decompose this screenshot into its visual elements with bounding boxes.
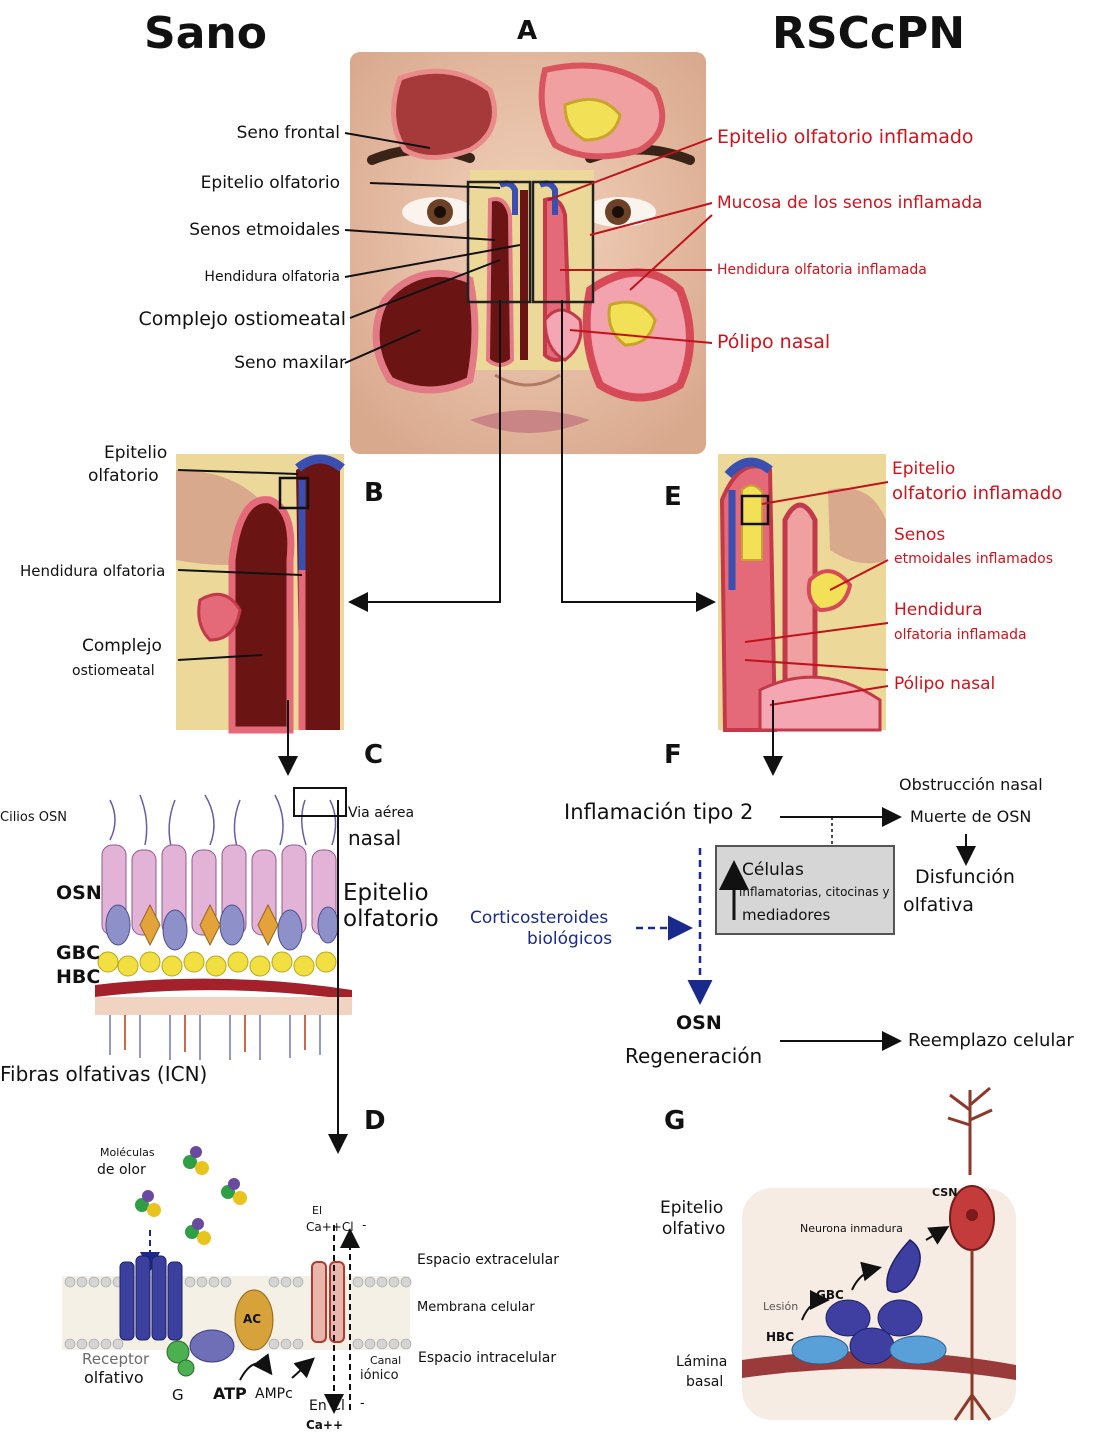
label-g-olfativo: olfativo — [662, 1219, 726, 1239]
label-b-hendidura: Hendidura olfatoria — [20, 562, 166, 580]
label-espacio-extracelular: Espacio extracelular — [417, 1252, 559, 1268]
label-b-epitelio: Epitelio — [104, 443, 168, 463]
label-epitelio-inflamado: Epitelio olfatorio inflamado — [717, 126, 974, 148]
label-box-inflamatorias: inflamatorias, citocinas y — [739, 885, 890, 899]
label-minus-top: - — [362, 1218, 367, 1232]
label-olfativo: olfativo — [84, 1368, 144, 1387]
label-e-etmoidales-inflamados: etmoidales inflamados — [894, 551, 1054, 567]
label-c-olfatorio: olfatorio — [343, 906, 439, 932]
label-basal: basal — [686, 1374, 724, 1390]
label-f-osn: OSN — [676, 1012, 722, 1034]
label-canal: Canal — [370, 1354, 402, 1367]
label-g: G — [172, 1386, 184, 1404]
panel-letter-g: G — [664, 1106, 686, 1136]
label-epitelio-olfatorio: Epitelio olfatorio — [200, 173, 340, 193]
panel-letter-b: B — [364, 478, 384, 508]
label-corticosteroides: Corticosteroides — [470, 908, 609, 928]
label-lesion: Lesión — [763, 1300, 799, 1313]
label-seno-frontal: Seno frontal — [236, 123, 340, 143]
label-osn: OSN — [56, 882, 102, 904]
label-minus-bottom: - — [360, 1396, 365, 1411]
label-receptor: Receptor — [82, 1350, 150, 1368]
label-muerte-osn: Muerte de OSN — [910, 807, 1032, 826]
label-box-mediadores: mediadores — [742, 906, 831, 924]
panel-a-connectors — [348, 300, 716, 612]
label-disfuncion: Disfunción — [915, 866, 1015, 888]
label-b-complejo: Complejo — [82, 636, 162, 656]
panel-g-illustration — [742, 1086, 1016, 1421]
panel-letter-d: D — [364, 1106, 386, 1136]
odor-molecules — [135, 1146, 247, 1245]
label-seno-maxilar: Seno maxilar — [234, 353, 346, 373]
label-complejo-ostiomeatal: Complejo ostiomeatal — [138, 308, 346, 330]
label-csn: CSN — [932, 1186, 958, 1199]
label-regeneracion: Regeneración — [625, 1044, 763, 1068]
label-g-gbc: GBC — [816, 1288, 844, 1302]
label-membrana-celular: Membrana celular — [417, 1300, 535, 1315]
label-e-olfatorio-inflamado: olfatorio inflamado — [892, 483, 1063, 504]
label-fibras-olfativas: Fibras olfativas (ICN) — [0, 1062, 208, 1086]
label-senos-etmoidales: Senos etmoidales — [189, 220, 340, 240]
label-olfativa: olfativa — [903, 894, 974, 916]
label-ca-cl-top: Ca++Cl — [306, 1220, 354, 1234]
label-neurona-inmadura: Neurona inmadura — [800, 1222, 903, 1235]
label-ca-bottom: Ca++ — [306, 1418, 344, 1432]
panel-letter-a: A — [517, 16, 538, 46]
label-b-olfatorio: olfatorio — [88, 466, 159, 486]
panel-c-illustration — [95, 787, 352, 1154]
label-hbc: HBC — [56, 966, 101, 988]
label-en-cl: En Cl — [309, 1398, 345, 1414]
label-box-celulas: Células — [742, 860, 804, 880]
panel-d-illustration — [62, 1146, 412, 1414]
panel-f-flow — [636, 807, 976, 1051]
label-ac: AC — [243, 1312, 262, 1326]
label-nasal: nasal — [348, 826, 402, 850]
label-lamina: Lámina — [676, 1354, 728, 1370]
label-ionico: iónico — [360, 1368, 399, 1383]
label-reemplazo-celular: Reemplazo celular — [908, 1030, 1074, 1051]
label-g-epitelio: Epitelio — [660, 1198, 724, 1218]
label-el: El — [312, 1204, 323, 1217]
panel-a-left-leaders — [344, 132, 521, 364]
label-polipo-nasal: Pólipo nasal — [717, 331, 831, 353]
label-e-hendidura: Hendidura — [894, 600, 983, 620]
face-illustration — [350, 52, 706, 454]
label-e-olfatoria-inflamada: olfatoria inflamada — [894, 627, 1027, 643]
label-e-senos: Senos — [894, 525, 946, 545]
label-via-aerea: Via aérea — [348, 805, 415, 821]
label-espacio-intracelular: Espacio intracelular — [418, 1350, 557, 1366]
label-hendidura-inflamada: Hendidura olfatoria inflamada — [717, 262, 927, 278]
label-e-polipo: Pólipo nasal — [894, 674, 996, 694]
label-e-epitelio: Epitelio — [892, 459, 956, 479]
label-hendidura-olfatoria: Hendidura olfatoria — [204, 269, 340, 285]
label-atp: ATP — [213, 1384, 247, 1403]
label-ampc: AMPc — [255, 1386, 293, 1402]
label-b-ostiomeatal: ostiomeatal — [72, 663, 155, 679]
label-de-olor: de olor — [97, 1162, 146, 1178]
panel-e-illustration — [718, 454, 889, 732]
label-c-epitelio: Epitelio — [343, 880, 429, 906]
label-biologicos: biológicos — [527, 929, 613, 949]
label-moleculas: Moléculas — [100, 1146, 155, 1159]
label-obstruccion-nasal: Obstrucción nasal — [899, 775, 1043, 794]
label-mucosa-inflamada: Mucosa de los senos inflamada — [717, 193, 983, 213]
label-cilios-osn: Cilios OSN — [0, 810, 67, 825]
label-gbc: GBC — [56, 942, 101, 964]
panel-a-right-leaders — [547, 137, 713, 344]
header-healthy: Sano — [144, 8, 267, 59]
panel-letter-c: C — [364, 740, 384, 770]
label-g-hbc: HBC — [766, 1330, 794, 1344]
label-inflamacion-tipo2: Inflamación tipo 2 — [564, 800, 754, 824]
panel-b-illustration — [176, 454, 345, 734]
panel-letter-f: F — [664, 740, 682, 770]
header-crswnp: RSCcPN — [772, 8, 966, 59]
panel-letter-e: E — [664, 482, 682, 512]
